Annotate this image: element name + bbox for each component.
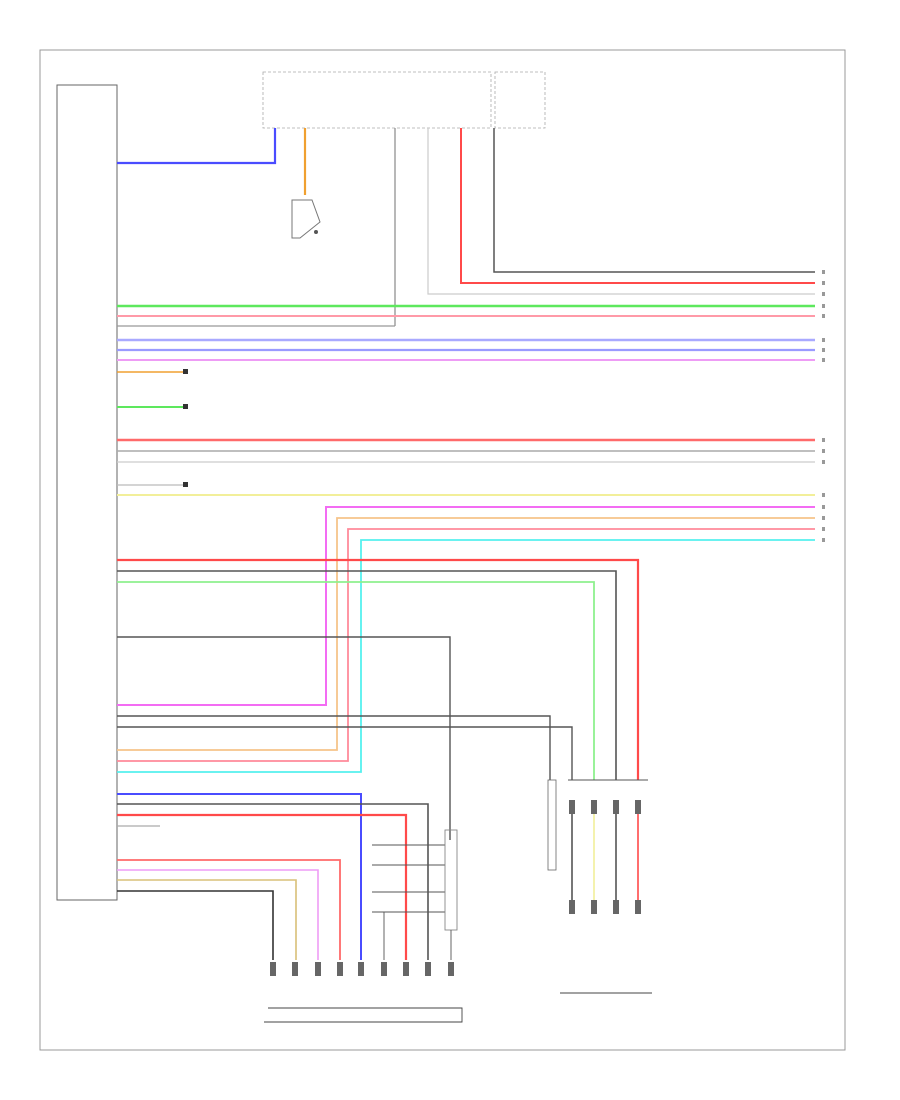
wire-tan-low (117, 879, 297, 960)
diagram-frame (39, 49, 846, 1051)
wire-red-right-unit (117, 558, 640, 780)
top-block-b (494, 71, 546, 129)
wire-red-low2 (117, 859, 341, 960)
sensor-symbol (291, 199, 321, 239)
wire-darkgray-4 (117, 726, 573, 780)
stub-marker-1 (183, 369, 188, 374)
wire-pink-low (117, 869, 319, 960)
wire-lightgreen-right-unit (117, 581, 595, 780)
wire-blue-top (117, 128, 277, 165)
wire-black-low (117, 890, 274, 960)
right-edge-markers (822, 270, 825, 542)
steering-switch-internal (372, 829, 458, 960)
wire-darkgray-right-unit (117, 570, 617, 780)
wire-blue-lower (117, 793, 362, 960)
steering-switch-connector (264, 1007, 463, 1023)
wire-lightorange-loop (117, 517, 815, 751)
wire-red-lower (117, 813, 408, 960)
wire-red-right (460, 128, 815, 284)
top-block-a (262, 71, 492, 129)
steering-switch-pins (270, 962, 454, 976)
wire-pink-loop (117, 528, 815, 762)
wire-dark-gray-right (493, 128, 815, 273)
right-unit (547, 779, 652, 994)
wire-darkgray-3 (117, 715, 551, 780)
wire-cyan-loop (117, 539, 815, 773)
main-unit-block (56, 84, 118, 901)
wire-darkgray-5 (117, 803, 429, 960)
wire-darkgray-2 (117, 636, 451, 840)
stub-marker-3 (183, 482, 188, 487)
wire-magenta-loop (117, 506, 815, 706)
wire-gray-right (427, 128, 815, 295)
stub-marker-2 (183, 404, 188, 409)
